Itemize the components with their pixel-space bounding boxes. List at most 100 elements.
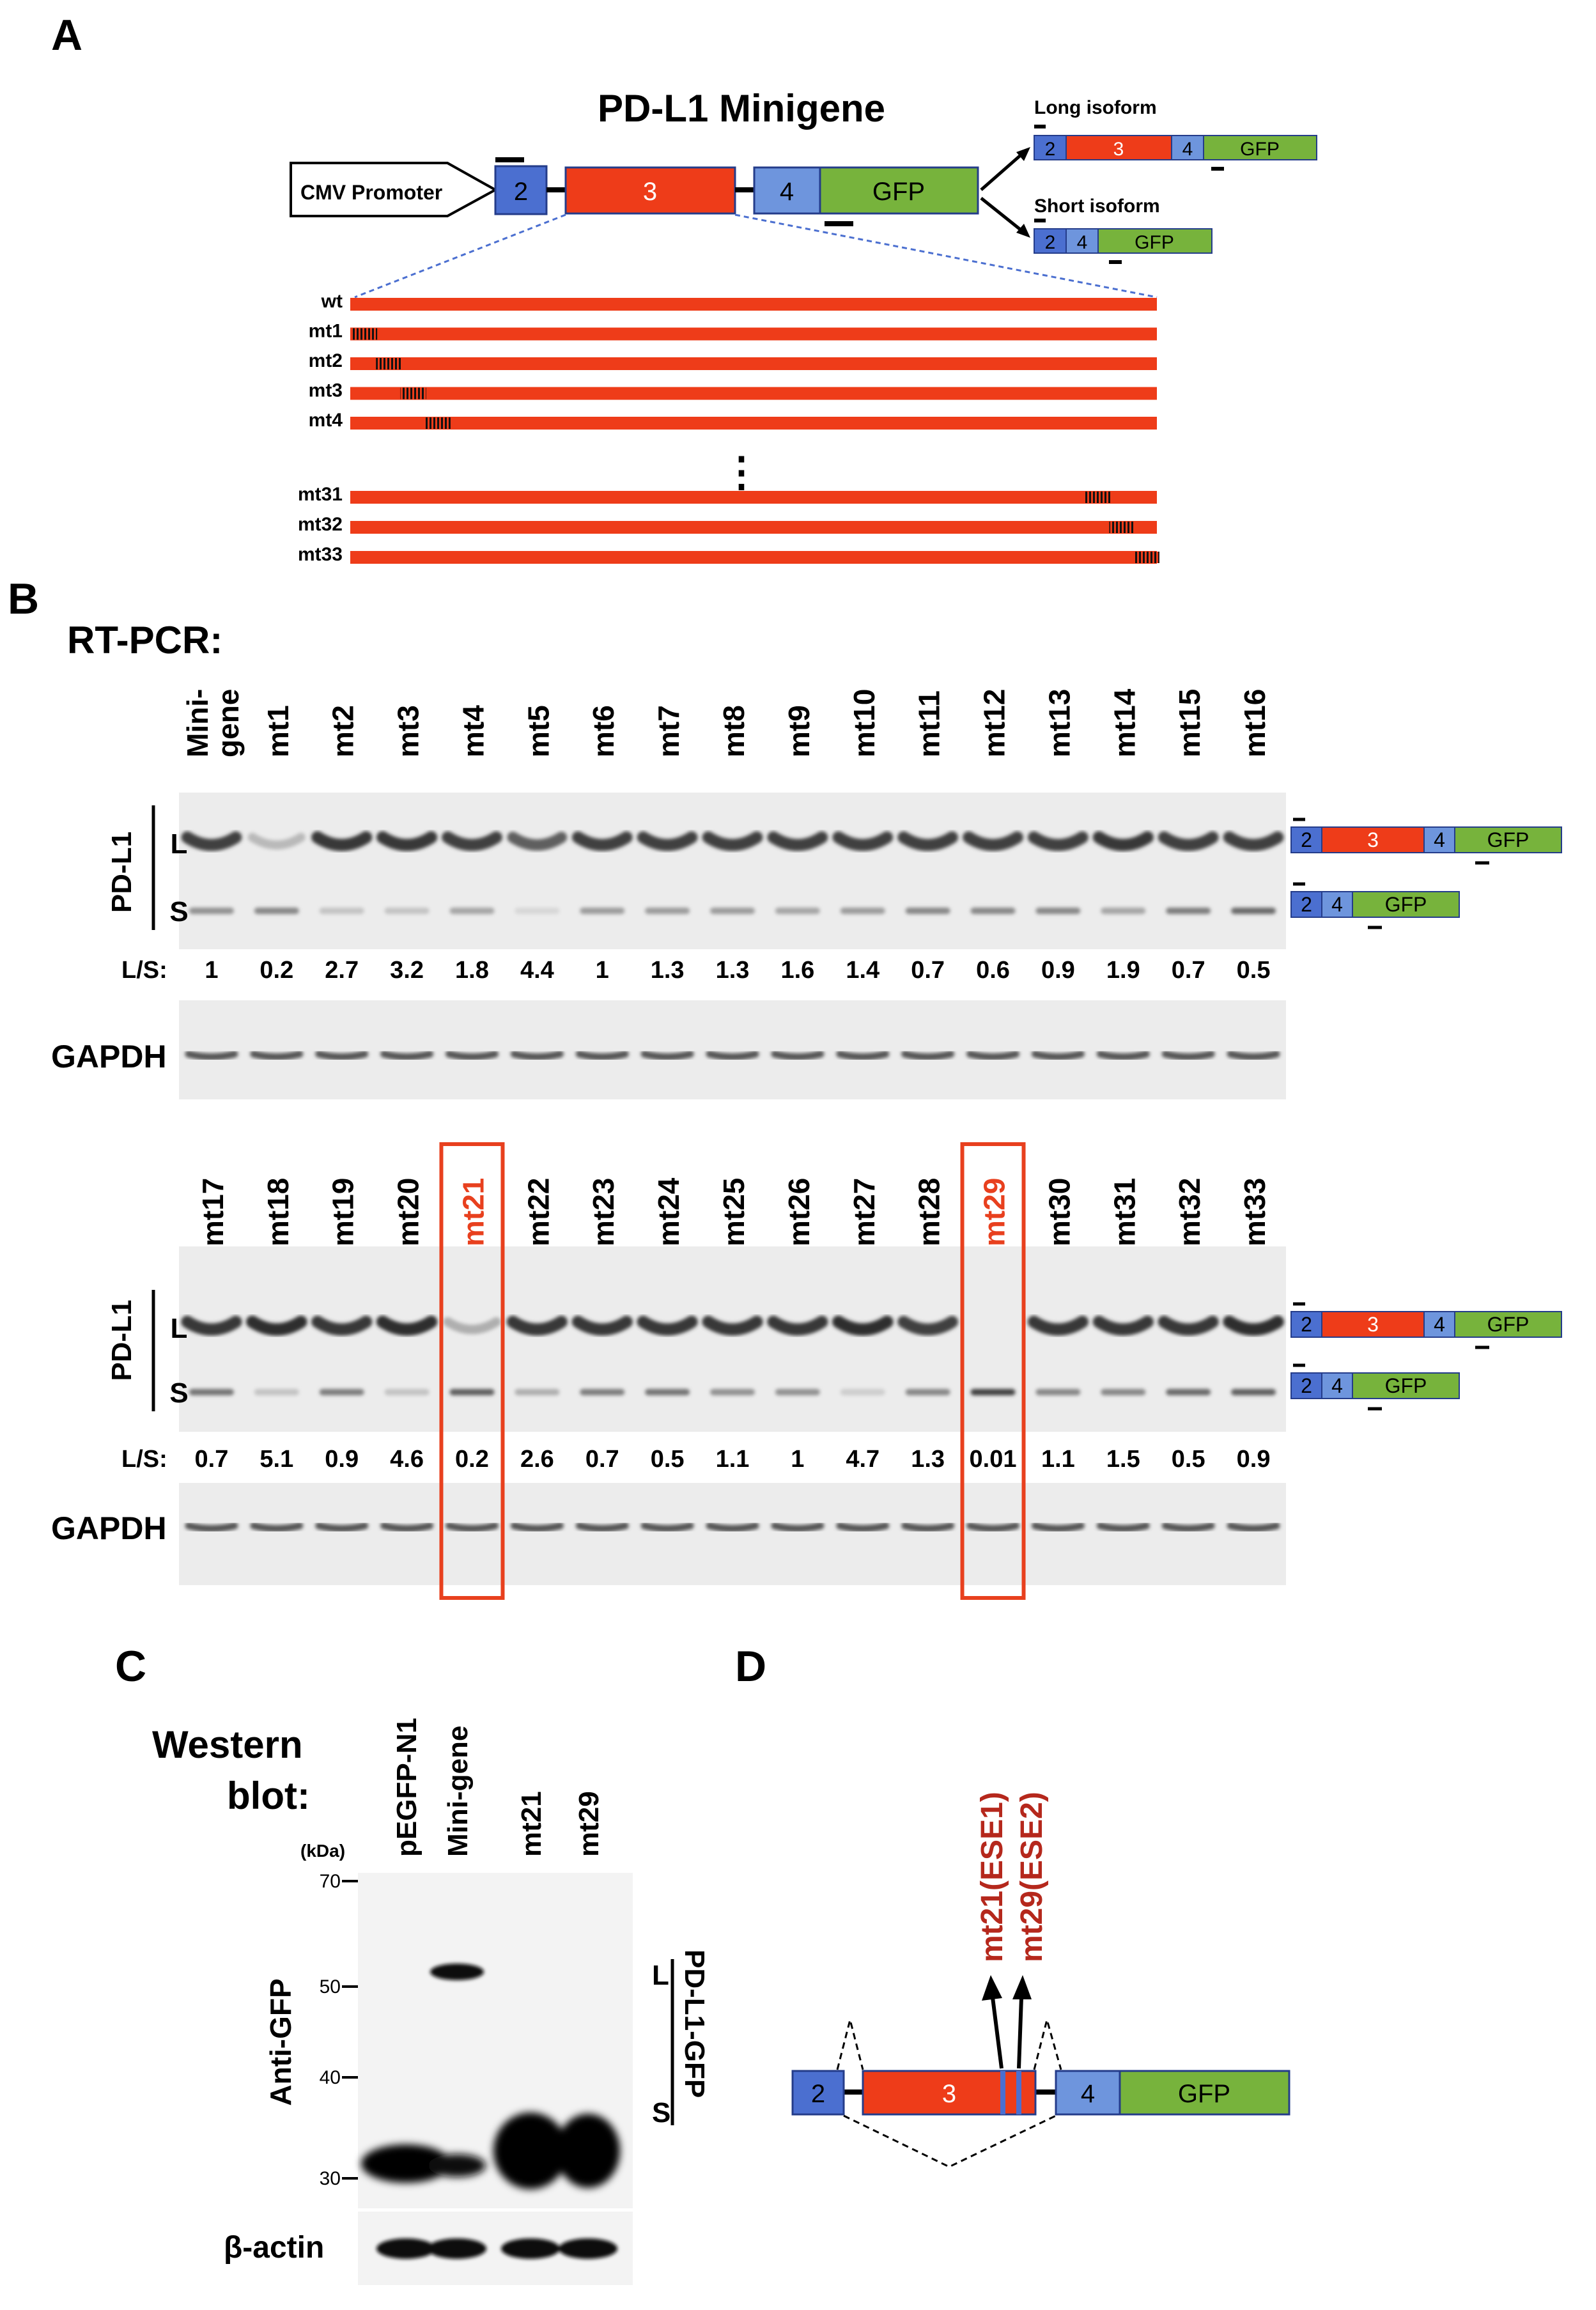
ratio-value: 0.7	[911, 957, 945, 984]
western-lane-label: mt21	[516, 1791, 547, 1857]
svg-text:2: 2	[1045, 139, 1056, 160]
highlight-box-mt21	[439, 1142, 505, 1600]
actin-band	[501, 2238, 560, 2259]
gapdh-band	[1031, 1522, 1085, 1532]
construct-label: wt	[321, 291, 343, 312]
construct-label: mt31	[298, 484, 343, 505]
lane-label: mt25	[717, 1178, 750, 1246]
short-band	[840, 908, 885, 914]
short-band	[710, 908, 755, 914]
short-band	[189, 908, 234, 914]
svg-text:2: 2	[1301, 893, 1312, 916]
long-band	[1028, 831, 1089, 851]
gapdh-band	[771, 1050, 825, 1060]
lane-label: mt1	[261, 705, 295, 757]
ratio-value: 0.2	[260, 957, 293, 984]
gapdh-band	[510, 1522, 564, 1532]
svg-text:3: 3	[1113, 139, 1124, 160]
gapdh-band	[185, 1522, 238, 1532]
short-band	[428, 2154, 486, 2177]
actin-label: β-actin	[224, 2231, 324, 2265]
ratio-value: 4.6	[390, 1446, 424, 1473]
long-band	[1092, 831, 1154, 851]
svg-text:GFP: GFP	[1178, 2080, 1230, 2108]
minigene-construct: CMV Promoter 2 3 4 GFP Long isoform 2 3 …	[290, 97, 1317, 298]
highlight-box-mt29	[960, 1142, 1026, 1600]
short-band	[710, 1389, 755, 1395]
mutation-block	[1133, 552, 1159, 563]
short-band	[580, 908, 625, 914]
exon3-bar	[350, 387, 1157, 400]
long-band-label: L	[171, 1313, 188, 1344]
panel-label-b: B	[8, 575, 39, 623]
short-band	[319, 1389, 364, 1395]
svg-text:GFP: GFP	[1385, 893, 1427, 916]
short-band	[1231, 908, 1276, 914]
gapdh-band	[315, 1050, 369, 1060]
ratio-value: 0.5	[651, 1446, 685, 1473]
svg-text:2: 2	[1301, 1313, 1312, 1336]
western-short-label: S	[652, 2097, 670, 2128]
gel-image	[179, 1246, 1286, 1432]
svg-text:2: 2	[514, 178, 528, 206]
short-band	[1101, 1389, 1146, 1395]
short-band	[775, 908, 820, 914]
western-lane-label: mt29	[573, 1791, 605, 1857]
construct-mt2: mt2	[309, 350, 1157, 371]
mutation-block	[424, 417, 451, 429]
ratio-value: 0.6	[976, 957, 1010, 984]
gapdh-band	[380, 1522, 434, 1532]
lane-label: mt21	[456, 1178, 490, 1246]
gapdh-band	[1227, 1050, 1280, 1060]
svg-text:GFP: GFP	[1240, 139, 1280, 160]
long-band	[442, 831, 502, 851]
gapdh-band	[250, 1522, 304, 1532]
lane-label: mt3	[392, 705, 425, 757]
construct-mt1: mt1	[309, 321, 1157, 342]
construct-label: mt2	[309, 350, 343, 371]
lane-label: gene	[212, 689, 245, 757]
ratio-value: 3.2	[390, 957, 424, 984]
gapdh-band	[1227, 1522, 1280, 1532]
short-band	[384, 1389, 430, 1395]
long-band	[767, 1315, 828, 1336]
lane-label: mt19	[327, 1178, 360, 1246]
lane-label: mt4	[456, 705, 490, 757]
svg-text:GFP: GFP	[1487, 1313, 1530, 1336]
gapdh-band	[315, 1522, 369, 1532]
panel-label-c: C	[115, 1642, 146, 1691]
short-band	[361, 2144, 451, 2183]
short-band	[775, 1389, 820, 1395]
marker-label: 30	[320, 2168, 341, 2189]
long-band-minigene	[430, 1964, 484, 1980]
short-band	[840, 1389, 885, 1395]
lane-label: mt29	[978, 1178, 1011, 1246]
long-band	[963, 831, 1023, 851]
long-band	[637, 831, 698, 851]
svg-text:3: 3	[1367, 828, 1379, 851]
mutation-block	[400, 387, 426, 399]
svg-text:3: 3	[643, 178, 657, 206]
lane-label: mt17	[196, 1178, 229, 1246]
exon3-bar	[350, 521, 1157, 534]
long-band	[1027, 1315, 1089, 1336]
ratio-value: 2.6	[520, 1446, 554, 1473]
ratio-value: 0.5	[1237, 957, 1271, 984]
gapdh-band	[510, 1050, 564, 1060]
short-band	[1166, 908, 1211, 914]
short-band	[384, 908, 430, 914]
western-label-line2: blot:	[227, 1774, 310, 1817]
long-band-label: L	[171, 828, 188, 860]
gapdh-band	[250, 1050, 304, 1060]
cmv-promoter-label: CMV Promoter	[300, 181, 442, 204]
svg-text:4: 4	[1081, 2080, 1095, 2108]
long-isoform-diagram: 2 3 4 GFP	[1034, 135, 1317, 171]
gapdh-band	[706, 1522, 759, 1532]
ratio-value: 0.2	[455, 1446, 489, 1473]
ratio-value: 5.1	[260, 1446, 293, 1473]
gapdh-band	[380, 1050, 434, 1060]
lane-label: mt27	[848, 1178, 881, 1246]
